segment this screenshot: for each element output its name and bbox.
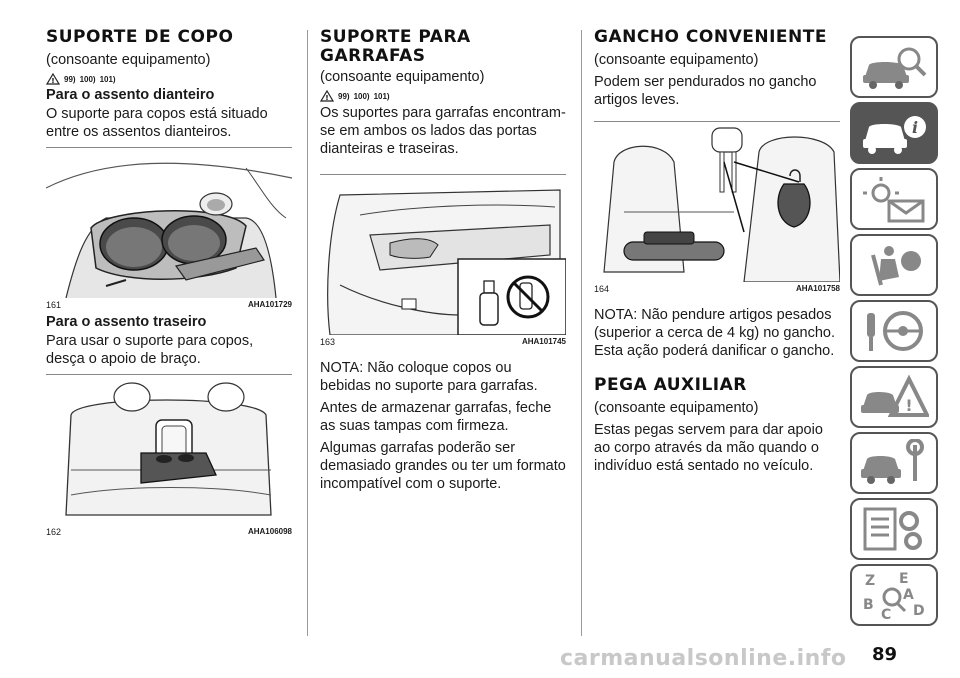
rear-armrest-illustration <box>46 375 292 525</box>
optional-equipment-note: (consoante equipamento) <box>594 52 759 68</box>
bottle-size-text: Algumas garrafas poderão ser demasiado g… <box>320 440 566 492</box>
hook-text: Podem ser pendurados no gancho artigos l… <box>594 74 817 108</box>
tab-warning-lights[interactable] <box>850 168 938 230</box>
figure-code: AHA101745 <box>521 337 566 346</box>
car-search-icon <box>863 47 927 89</box>
index-letter: C <box>881 607 891 621</box>
tab-starting-driving[interactable] <box>850 300 938 362</box>
optional-equipment-note: (consoante equipamento) <box>594 400 759 416</box>
figure-code: AHA101729 <box>247 300 292 309</box>
tab-maintenance[interactable] <box>850 432 938 494</box>
ref-99[interactable]: 99) <box>64 74 76 84</box>
figure-caption-162: 162 AHA106098 <box>46 527 292 537</box>
chapter-tabs: i ! <box>850 36 940 630</box>
section-title-bottle-holder: SUPORTE PARA GARRAFAS <box>320 28 566 66</box>
index-letter: Z <box>865 573 875 589</box>
page-number: 89 <box>872 644 898 665</box>
ref-101[interactable]: 101) <box>99 74 116 84</box>
optional-equipment-note: (consoante equipamento) <box>46 52 211 68</box>
figure-caption-163: 163 AHA101745 <box>320 337 566 347</box>
car-info-icon: i <box>863 116 926 154</box>
svg-text:!: ! <box>51 77 54 85</box>
figure-162-rear-cup-holder: 162 AHA106098 <box>46 374 292 537</box>
warning-triangle-icon: ! <box>320 90 334 102</box>
figure-code: AHA101758 <box>795 284 840 293</box>
rear-seat-text: Para usar o suporte para copos, desça o … <box>46 333 254 367</box>
figure-number: 164 <box>594 284 610 294</box>
tab-technical-data[interactable] <box>850 498 938 560</box>
section-title-cup-holder: SUPORTE DE COPO <box>46 27 234 47</box>
car-warning-triangle-icon: ! <box>861 374 929 417</box>
watermark: carmanualsonline.info <box>560 646 847 671</box>
front-cup-holder-illustration <box>46 148 292 298</box>
bottle-holder-note: NOTA: Não coloque copos ou bebidas no su… <box>320 360 538 394</box>
index-letter: E <box>899 571 909 587</box>
index-letter: B <box>863 597 874 613</box>
index-letter: A <box>903 587 914 603</box>
ref-99[interactable]: 99) <box>338 91 350 101</box>
warning-references: ! 99) 100) 101) <box>46 73 292 85</box>
warning-triangle-icon: ! <box>46 73 60 85</box>
column-hook: GANCHO CONVENIENTE (consoante equipament… <box>594 28 840 479</box>
tab-emergency[interactable]: ! <box>850 366 938 428</box>
car-wrench-icon <box>861 439 924 484</box>
column-divider <box>307 30 308 636</box>
bottle-holder-text: Os suportes para garrafas encontram-se e… <box>320 105 566 157</box>
front-seat-text: O suporte para copos está situado entre … <box>46 106 268 140</box>
tab-safety[interactable] <box>850 234 938 296</box>
section-title-convenience-hook: GANCHO CONVENIENTE <box>594 27 827 47</box>
svg-text:i: i <box>912 118 918 137</box>
figure-caption-164: 164 AHA101758 <box>594 284 840 294</box>
rear-seat-heading: Para o assento traseiro <box>46 314 207 330</box>
section-title-grab-handle: PEGA AUXILIAR <box>594 375 747 395</box>
figure-caption-161: 161 AHA101729 <box>46 300 292 310</box>
ref-100[interactable]: 100) <box>353 91 370 101</box>
title-line-1: SUPORTE PARA <box>320 27 471 47</box>
column-divider <box>581 30 582 636</box>
warning-light-message-icon <box>863 177 925 223</box>
warning-references: ! 99) 100) 101) <box>320 90 566 102</box>
tab-index[interactable]: Z E A B C D <box>850 564 938 626</box>
figure-code: AHA106098 <box>247 527 292 536</box>
tab-car-search[interactable] <box>850 36 938 98</box>
optional-equipment-note: (consoante equipamento) <box>320 69 485 85</box>
grab-handle-text: Estas pegas servem para dar apoio ao cor… <box>594 422 823 474</box>
svg-text:!: ! <box>325 94 328 102</box>
hook-note: NOTA: Não pendure artigos pesados (super… <box>594 307 835 359</box>
column-cup-holder: SUPORTE DE COPO (consoante equipamento) … <box>46 28 292 541</box>
column-bottle-holder: SUPORTE PARA GARRAFAS (consoante equipam… <box>320 28 566 497</box>
figure-163-bottle-holder: 163 AHA101745 <box>320 174 566 347</box>
front-seat-heading: Para o assento dianteiro <box>46 87 215 103</box>
ref-100[interactable]: 100) <box>79 74 96 84</box>
title-line-2: GARRAFAS <box>320 46 426 66</box>
airbag-seat-icon <box>871 246 921 286</box>
figure-161-front-cup-holder: 161 AHA101729 <box>46 147 292 310</box>
ref-101[interactable]: 101) <box>373 91 390 101</box>
index-letter: D <box>913 603 925 619</box>
bottle-caps-text: Antes de armazenar garrafas, feche as su… <box>320 400 552 434</box>
seat-hook-illustration <box>594 122 840 282</box>
door-bottle-holder-illustration <box>320 175 566 335</box>
svg-text:!: ! <box>905 396 912 415</box>
key-steering-wheel-icon <box>867 311 923 351</box>
list-gears-icon <box>863 507 922 551</box>
figure-number: 161 <box>46 300 62 310</box>
figure-number: 162 <box>46 527 62 537</box>
tab-car-info[interactable]: i <box>850 102 938 164</box>
alphabet-index-icon: Z E A B C D <box>863 571 925 621</box>
figure-number: 163 <box>320 337 336 347</box>
figure-164-convenience-hook: 164 AHA101758 <box>594 121 840 294</box>
